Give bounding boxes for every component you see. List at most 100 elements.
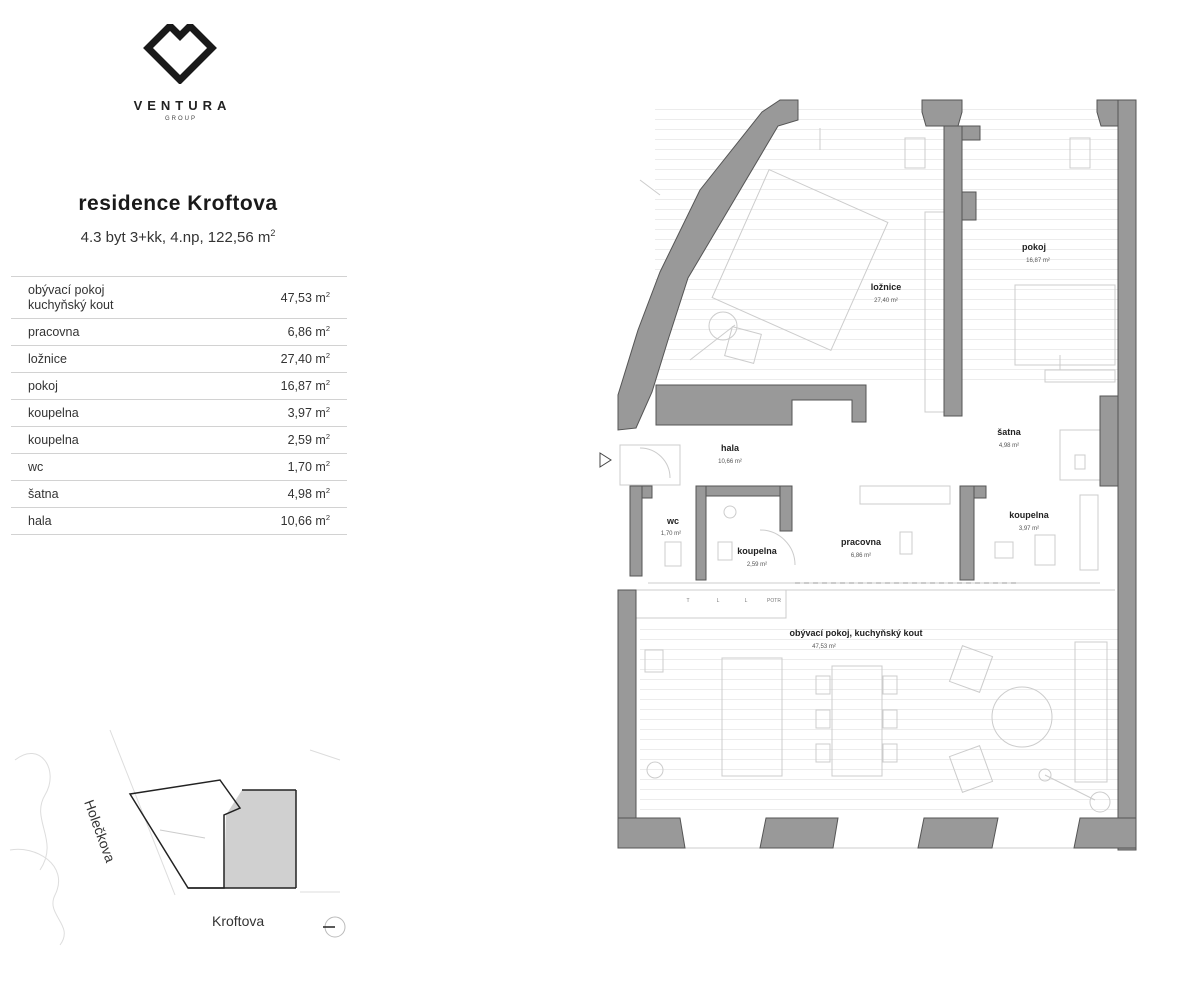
room-area-sup: 2: [325, 459, 330, 469]
floor-plan: ložnice 27,40 m² pokoj 16,87 m² šatna 4,…: [599, 99, 1137, 851]
room-name: koupelna: [28, 405, 79, 420]
wall-satna-right: [1099, 395, 1119, 487]
subtitle-text: 4.3 byt 3+kk, 4.np, 122,56 m: [80, 229, 271, 246]
room-area-value: 2,59 m: [287, 433, 326, 448]
room-area-sup: 2: [325, 378, 330, 388]
room-area-value: 4,98 m: [287, 487, 326, 502]
label-loznice: ložnice: [871, 282, 902, 292]
label-hala: hala: [721, 443, 740, 453]
room-row: pracovna 6,86 m2: [11, 319, 347, 346]
room-labels: ložnice 27,40 m² pokoj 16,87 m² šatna 4,…: [661, 242, 1050, 650]
wall-pier-bottom-3: [917, 817, 999, 849]
map-street-edge-3: [309, 749, 341, 761]
floor-hatch-living: [640, 620, 1118, 815]
room-area-value: 3,97 m: [287, 406, 326, 421]
room-area: 3,97 m2: [288, 405, 330, 420]
location-map: Holečkova Kroftova: [9, 729, 346, 946]
room-row: hala 10,66 m2: [11, 508, 347, 535]
room-name: koupelna: [28, 432, 79, 447]
wall-pier-bottom-2: [759, 817, 839, 849]
room-row: pokoj 16,87 m2: [11, 373, 347, 400]
plan-fixture-lines: [618, 128, 1136, 849]
wall-right: [1117, 99, 1137, 851]
label-pokoj-area: 16,87 m²: [1026, 258, 1050, 264]
wall-bath-right: [779, 485, 793, 532]
wall-bath-r-left: [959, 485, 975, 581]
room-area: 4,98 m2: [288, 486, 330, 501]
room-area: 10,66 m2: [281, 513, 330, 528]
room-area: 2,59 m2: [288, 432, 330, 447]
street-label-kroftova: Kroftova: [212, 913, 264, 929]
label-wc-area: 1,70 m²: [661, 531, 681, 537]
room-area: 47,53 m2: [281, 290, 330, 305]
room-area: 27,40 m2: [281, 351, 330, 366]
wall-pier-bottom-4: [1073, 817, 1137, 849]
room-name: wc: [28, 459, 44, 474]
page-subtitle: 4.3 byt 3+kk, 4.np, 122,56 m2: [0, 228, 356, 246]
label-koupelna-small: koupelna: [737, 546, 778, 556]
brand-name: VENTURA: [133, 98, 232, 113]
label-koupelna-right: koupelna: [1009, 510, 1050, 520]
label-satna: šatna: [997, 427, 1022, 437]
room-area-sup: 2: [325, 324, 330, 334]
entrance-arrow-icon: [599, 452, 612, 468]
wall-bath-r-top: [973, 485, 987, 499]
room-area-value: 27,40 m: [280, 352, 326, 367]
map-contour-2: [9, 848, 65, 946]
ventura-logo: VENTURA GROUP: [100, 24, 260, 122]
brand-sub: GROUP: [164, 116, 197, 122]
appliance-label-4: POTR: [767, 598, 781, 604]
map-contour-1: [14, 753, 51, 871]
room-area-sup: 2: [325, 513, 330, 523]
room-row: wc 1,70 m2: [11, 454, 347, 481]
room-row: ložnice 27,40 m2: [11, 346, 347, 373]
label-hala-area: 10,66 m²: [718, 459, 742, 465]
room-name: obývací pokoj kuchyňský kout: [28, 282, 114, 312]
label-pracovna: pracovna: [841, 537, 882, 547]
wall-bedroom-bottom: [655, 384, 867, 426]
room-area-sup: 2: [325, 351, 330, 361]
label-pokoj: pokoj: [1022, 242, 1046, 252]
room-row: koupelna 2,59 m2: [11, 427, 347, 454]
label-koupelna-right-area: 3,97 m²: [1019, 526, 1039, 532]
page-title: residence Kroftova: [78, 192, 278, 215]
wall-pier-bottom-1: [617, 817, 686, 849]
room-area-sup: 2: [325, 289, 330, 299]
appliance-label-1: T: [686, 598, 689, 604]
plan-walls: [617, 99, 1137, 851]
room-area: 1,70 m2: [288, 459, 330, 474]
label-loznice-area: 27,40 m²: [874, 298, 898, 304]
appliance-label-2: L: [717, 598, 720, 604]
room-area: 6,86 m2: [288, 324, 330, 339]
wall-wardrobe-stub: [961, 191, 977, 221]
room-row: obývací pokoj kuchyňský kout 47,53 m2: [11, 277, 347, 319]
room-name: hala: [28, 513, 52, 528]
room-name: pracovna: [28, 324, 80, 339]
appliance-label-3: L: [745, 598, 748, 604]
wall-bath-left: [695, 485, 707, 581]
wall-wc-left: [629, 485, 643, 577]
label-satna-area: 4,98 m²: [999, 443, 1019, 449]
map-street-edge-1: [109, 729, 176, 896]
room-name: ložnice: [28, 351, 67, 366]
room-area-sup: 2: [325, 405, 330, 415]
room-area-value: 16,87 m: [280, 379, 326, 394]
label-koupelna-small-area: 2,59 m²: [747, 562, 767, 568]
room-row: koupelna 3,97 m2: [11, 400, 347, 427]
label-pracovna-area: 6,86 m²: [851, 553, 871, 559]
building-site-highlight: [224, 790, 296, 888]
label-obyvaci: obývací pokoj, kuchyňský kout: [789, 628, 922, 638]
label-wc: wc: [666, 516, 679, 526]
map-courtyard-line: [159, 829, 206, 839]
wall-pier-top-1: [921, 99, 963, 127]
room-area-sup: 2: [325, 486, 330, 496]
floor-hatch-upper: [655, 105, 1125, 385]
street-label-holeckova: Holečkova: [81, 798, 118, 865]
room-name: pokoj: [28, 378, 58, 393]
room-area-value: 6,86 m: [287, 325, 326, 340]
wall-partition-center: [943, 125, 963, 417]
room-area-value: 47,53 m: [280, 291, 326, 306]
